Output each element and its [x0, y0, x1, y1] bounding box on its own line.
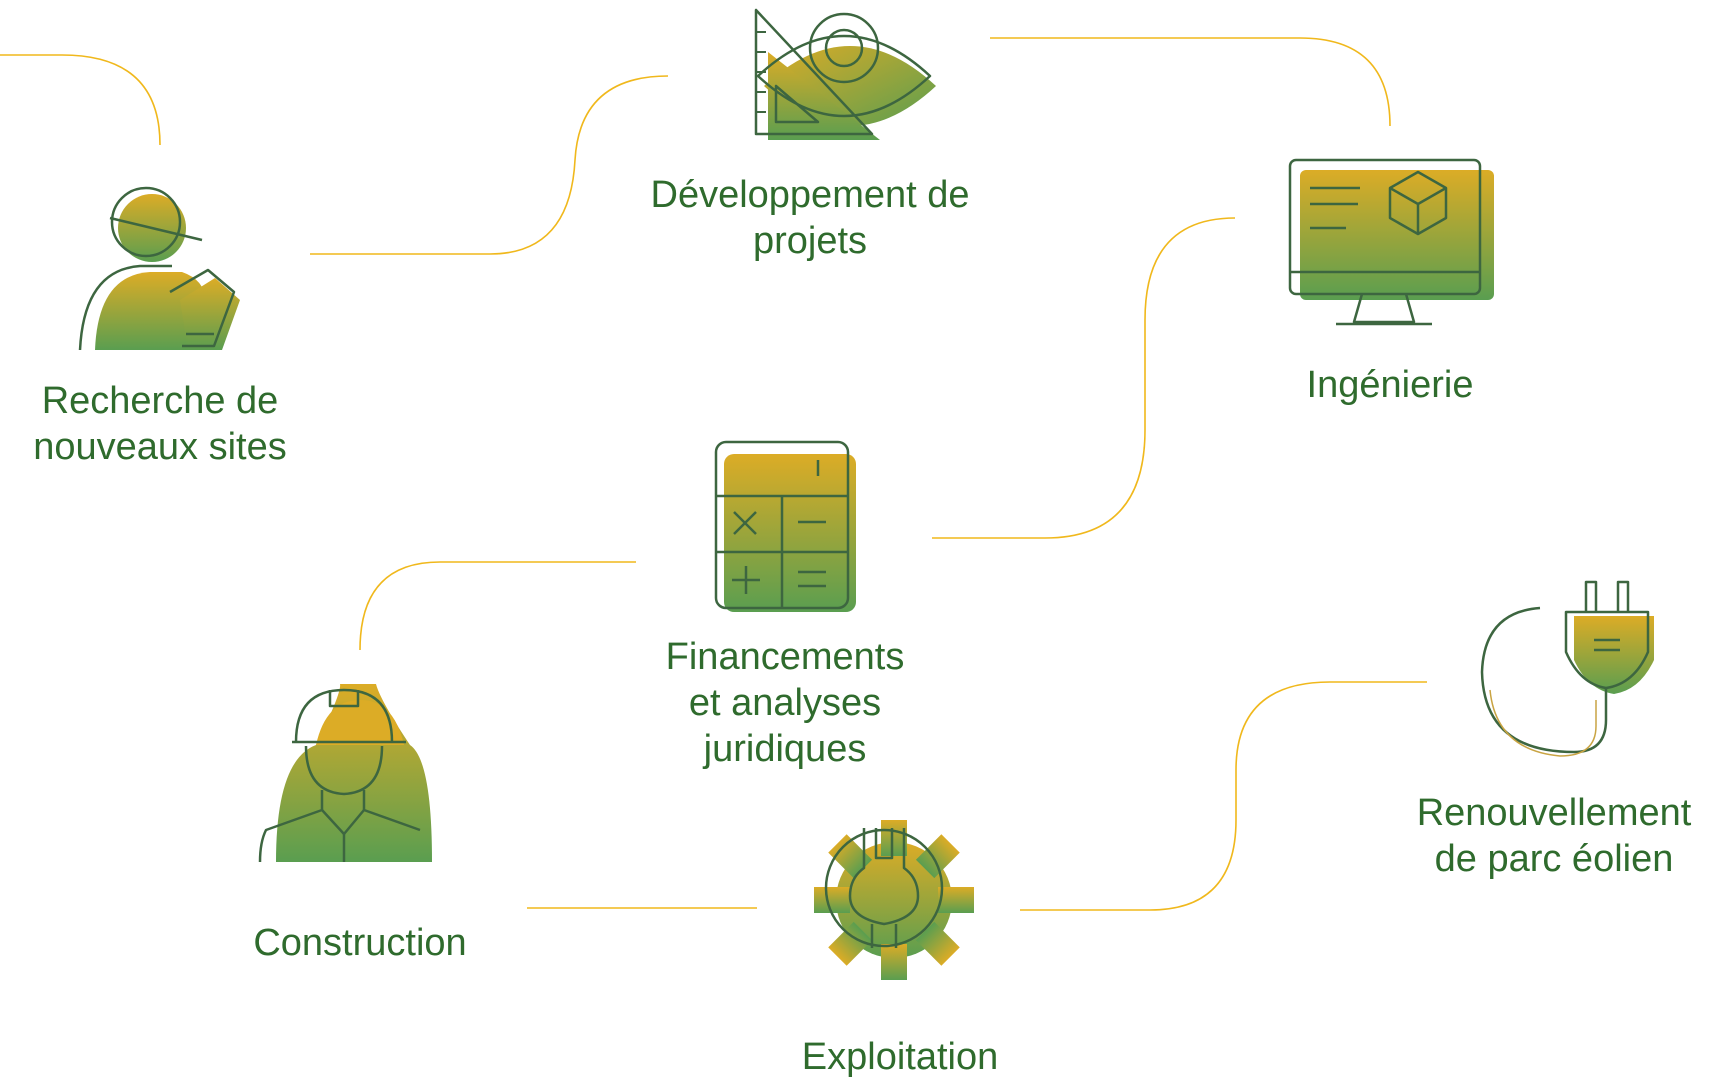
connector-developpement-ingenierie: [990, 37, 1391, 127]
hard-hat-worker-icon: [258, 684, 432, 863]
connector-ingenierie-financements: [932, 217, 1236, 539]
connector-exploitation-renouvellement: [1020, 681, 1427, 911]
label-exploitation: Exploitation: [801, 1036, 999, 1078]
label-renouvellement: Renouvellement de parc éolien: [1416, 792, 1692, 880]
label-ingenierie: Ingénierie: [1306, 364, 1474, 406]
label-developpement: Développement de projets: [650, 174, 970, 262]
connector-intro: [0, 54, 161, 146]
eye-set-square-icon: [754, 8, 936, 140]
connector-financements-construction: [359, 561, 636, 651]
monitor-cube-icon: [1288, 158, 1494, 326]
connectors: [0, 37, 1427, 911]
gear-wrench-icon: [814, 820, 974, 980]
connector-recherche-developpement: [310, 75, 669, 255]
label-construction: Construction: [253, 922, 467, 964]
power-plug-icon: [1480, 580, 1654, 757]
label-recherche: Recherche de nouveaux sites: [33, 380, 287, 468]
surveyor-tablet-icon: [78, 186, 240, 351]
label-financements: Financements et analyses juridiques: [665, 636, 905, 770]
calculator-icon: [714, 440, 856, 612]
